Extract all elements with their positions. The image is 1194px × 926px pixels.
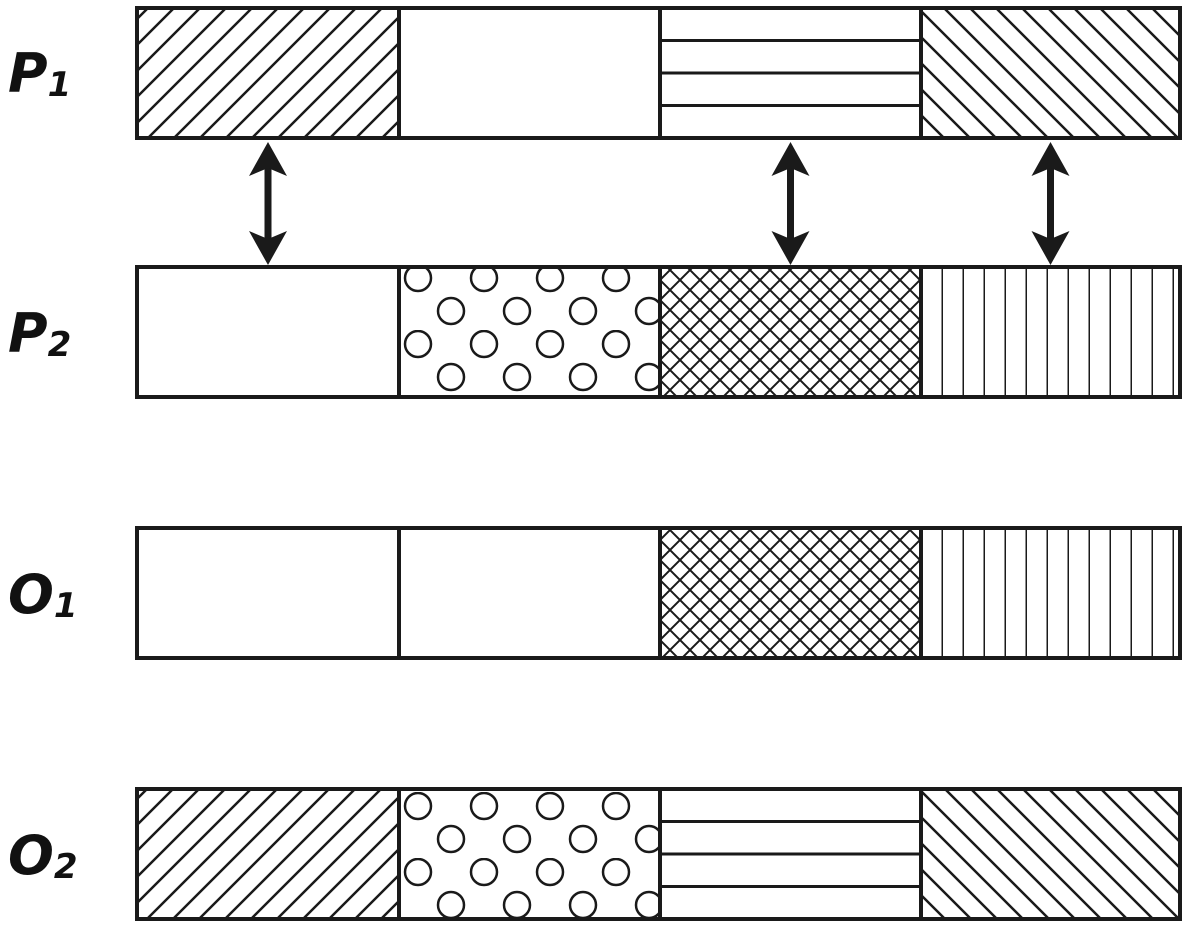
segment-o2-1 [137, 789, 399, 919]
segment-o2-4 [921, 789, 1180, 919]
row-label-letter: O [8, 824, 54, 887]
segment-o1-3 [660, 528, 921, 658]
segment-p1-2 [399, 8, 660, 138]
swap-arrow-3 [1031, 142, 1070, 265]
arrow-head-up [771, 142, 810, 176]
row-label-subscript: 1 [48, 65, 72, 105]
chromosome-o2 [135, 787, 1182, 921]
arrow-head-up [1031, 142, 1070, 176]
swap-arrow-1 [249, 142, 287, 265]
row-label-letter: P [8, 302, 48, 365]
segment-p1-1 [137, 8, 399, 138]
arrow-head-down [249, 231, 287, 265]
arrow-head-up [249, 142, 287, 176]
row-label-o2: O2 [8, 824, 78, 887]
arrow-head-down [771, 231, 810, 265]
segment-p1-4 [921, 8, 1180, 138]
chromosome-p2 [135, 265, 1182, 399]
row-label-subscript: 2 [54, 847, 78, 887]
chromosome-p1 [135, 6, 1182, 140]
arrow-head-down [1031, 231, 1070, 265]
segment-p2-2 [399, 267, 660, 397]
segment-o1-1 [137, 528, 399, 658]
row-label-letter: O [8, 563, 54, 626]
row-label-subscript: 2 [48, 325, 72, 365]
chromosome-o1 [135, 526, 1182, 660]
row-label-p1: P1 [8, 42, 71, 105]
chromosome-rows [135, 6, 1182, 921]
segment-p2-1 [137, 267, 399, 397]
segment-o1-2 [399, 528, 660, 658]
row-label-o1: O1 [8, 563, 78, 626]
segment-p2-4 [921, 267, 1180, 397]
row-label-p2: P2 [8, 302, 71, 365]
segment-p2-3 [660, 267, 921, 397]
swap-arrows [249, 142, 1070, 265]
row-label-letter: P [8, 42, 48, 105]
segment-o1-4 [921, 528, 1180, 658]
row-label-subscript: 1 [54, 586, 78, 626]
segment-o2-2 [399, 789, 660, 919]
swap-arrow-2 [771, 142, 810, 265]
